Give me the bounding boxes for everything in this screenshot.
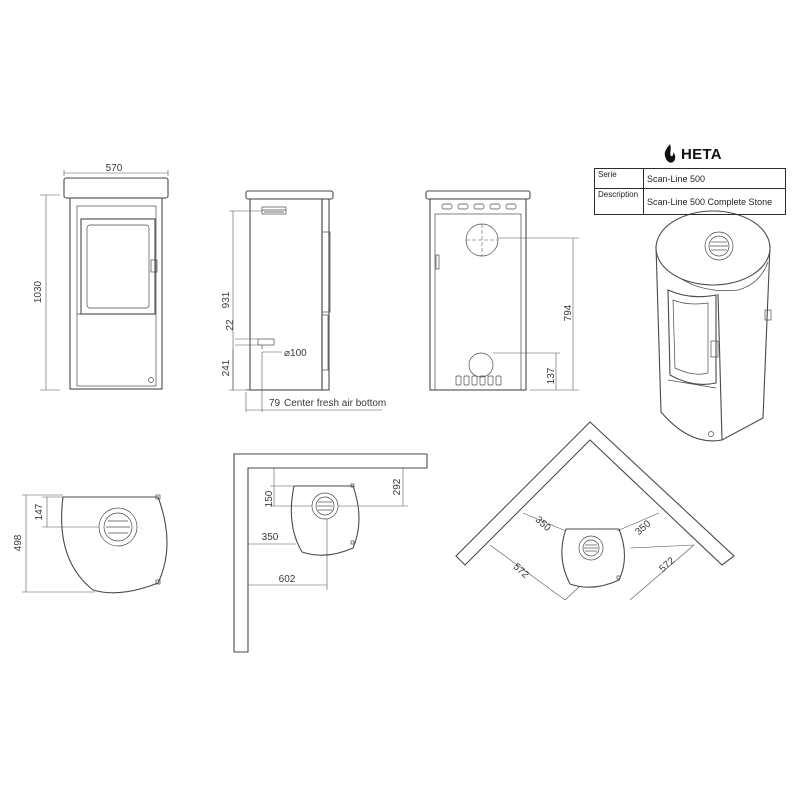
perspective-view [655,210,772,442]
side-air-diameter-label: ⌀100 [284,348,307,359]
wall-side-clearance-label: 350 [262,532,279,543]
front-width-label: 570 [106,163,123,174]
side-air-offset-label: 79 [269,398,281,409]
corner-clear-left-label: 350 [533,514,553,534]
wall-depth-label: 602 [279,574,296,585]
front-height-label: 1030 [33,280,44,303]
wall-flue-side-label: 150 [264,490,275,507]
wall-flue-back-label: 292 [392,478,403,495]
corner-depth-right-label: 572 [657,555,677,575]
top-depth-label: 498 [13,534,24,551]
front-view: 570 1030 [33,163,169,391]
brand-name: HETA [681,145,722,163]
brand-logo: HETA [662,142,722,166]
title-block-value: Scan-Line 500 [643,168,786,189]
back-flue-height-label: 794 [563,304,574,321]
title-block-row: Serie Scan-Line 500 [594,168,786,189]
corner-clear-right-label: 350 [633,518,653,538]
title-block-key: Description [594,188,644,215]
side-flue-top-label: 931 [221,291,232,308]
top-flue-offset-label: 147 [34,503,45,520]
back-air-height-label: 137 [546,367,557,384]
side-view: 931 22 241 ⌀100 79 Center fresh air bott… [221,190,386,412]
title-block: Serie Scan-Line 500 Description Scan-Lin… [594,168,786,215]
corner-installation-view: 350 350 572 572 [455,421,735,601]
side-air-note-label: Center fresh air bottom [284,398,386,409]
side-flue-gap-label: 22 [225,319,236,331]
wall-installation-view: 150 292 350 602 [233,453,428,653]
top-view: 147 498 [13,494,168,594]
flame-icon [664,144,676,163]
side-air-height-label: 241 [221,359,232,376]
title-block-value: Scan-Line 500 Complete Stone [643,188,786,215]
corner-depth-left-label: 572 [511,561,531,581]
title-block-key: Serie [594,168,644,189]
title-block-row: Description Scan-Line 500 Complete Stone [594,188,786,215]
back-view: 794 137 [425,190,579,391]
